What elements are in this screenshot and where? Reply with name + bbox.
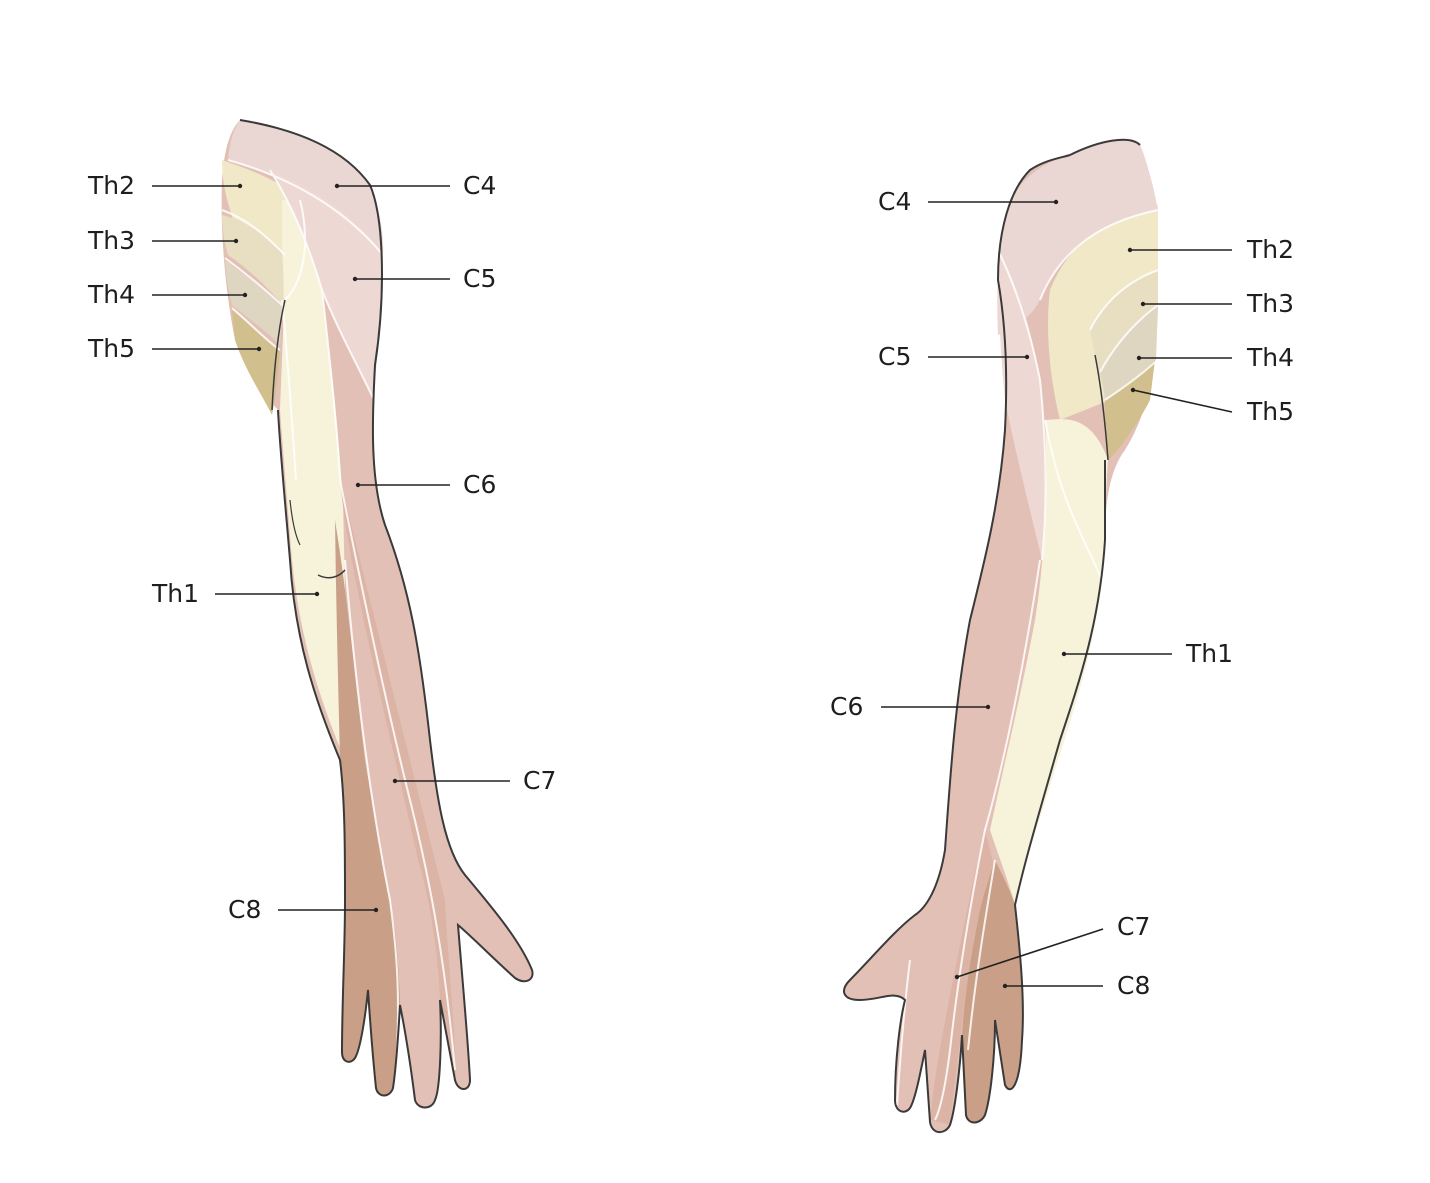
right-c8-region: [962, 860, 1023, 1123]
left-label-th4: Th4: [88, 280, 136, 309]
right-boundary-lines: [896, 209, 1159, 1121]
left-label-th1: Th1: [152, 579, 200, 608]
left-th5-region: [232, 310, 280, 415]
right-th4-region: [1100, 305, 1158, 400]
right-c7-leader: [956, 928, 1104, 978]
leader-lines: [152, 185, 1233, 987]
right-label-th1: Th1: [1186, 639, 1234, 668]
left-axilla-crease: [271, 299, 286, 411]
left-label-th3: Th3: [88, 226, 136, 255]
left-arm: [221, 119, 534, 1109]
left-c7-region: [340, 480, 456, 1080]
left-label-c5: C5: [463, 264, 497, 293]
right-label-th4: Th4: [1247, 343, 1295, 372]
left-th1-region: [280, 200, 347, 760]
left-c8-region: [335, 520, 400, 1096]
left-label-c6: C6: [463, 470, 497, 499]
left-th3-region: [222, 215, 285, 305]
left-label-c7: C7: [523, 766, 557, 795]
left-label-c8: C8: [228, 895, 262, 924]
right-label-th3: Th3: [1247, 289, 1295, 318]
right-label-c5: C5: [878, 342, 912, 371]
left-c6-region: [322, 290, 428, 740]
right-label-c4: C4: [878, 187, 912, 216]
leader-dots: [233, 183, 1146, 989]
left-boundary-lines: [221, 159, 456, 1071]
right-c5-region: [998, 250, 1046, 560]
right-label-th5: Th5: [1247, 397, 1295, 426]
right-axilla-crease: [1094, 354, 1109, 461]
right-label-c7: C7: [1117, 912, 1151, 941]
right-label-c8: C8: [1117, 971, 1151, 1000]
left-th4-region: [225, 260, 282, 345]
right-th1-region: [990, 419, 1108, 905]
left-label-c4: C4: [463, 171, 497, 200]
right-arm-outline: [843, 138, 1141, 1134]
right-label-th2: Th2: [1247, 235, 1295, 264]
right-th5-region: [1105, 360, 1155, 460]
right-th3-region: [1090, 270, 1158, 380]
left-arm-outline: [239, 119, 534, 1109]
left-c5-region: [270, 170, 383, 400]
left-arm-crease: [289, 499, 301, 546]
right-th5-leader: [1132, 389, 1233, 413]
right-label-c6: C6: [830, 692, 864, 721]
right-c7-region: [930, 830, 995, 1125]
right-c4-region: [997, 139, 1158, 335]
left-elbow-crease: [317, 569, 346, 579]
left-label-th5: Th5: [88, 334, 136, 363]
left-label-th2: Th2: [88, 171, 136, 200]
right-arm: [843, 138, 1159, 1134]
